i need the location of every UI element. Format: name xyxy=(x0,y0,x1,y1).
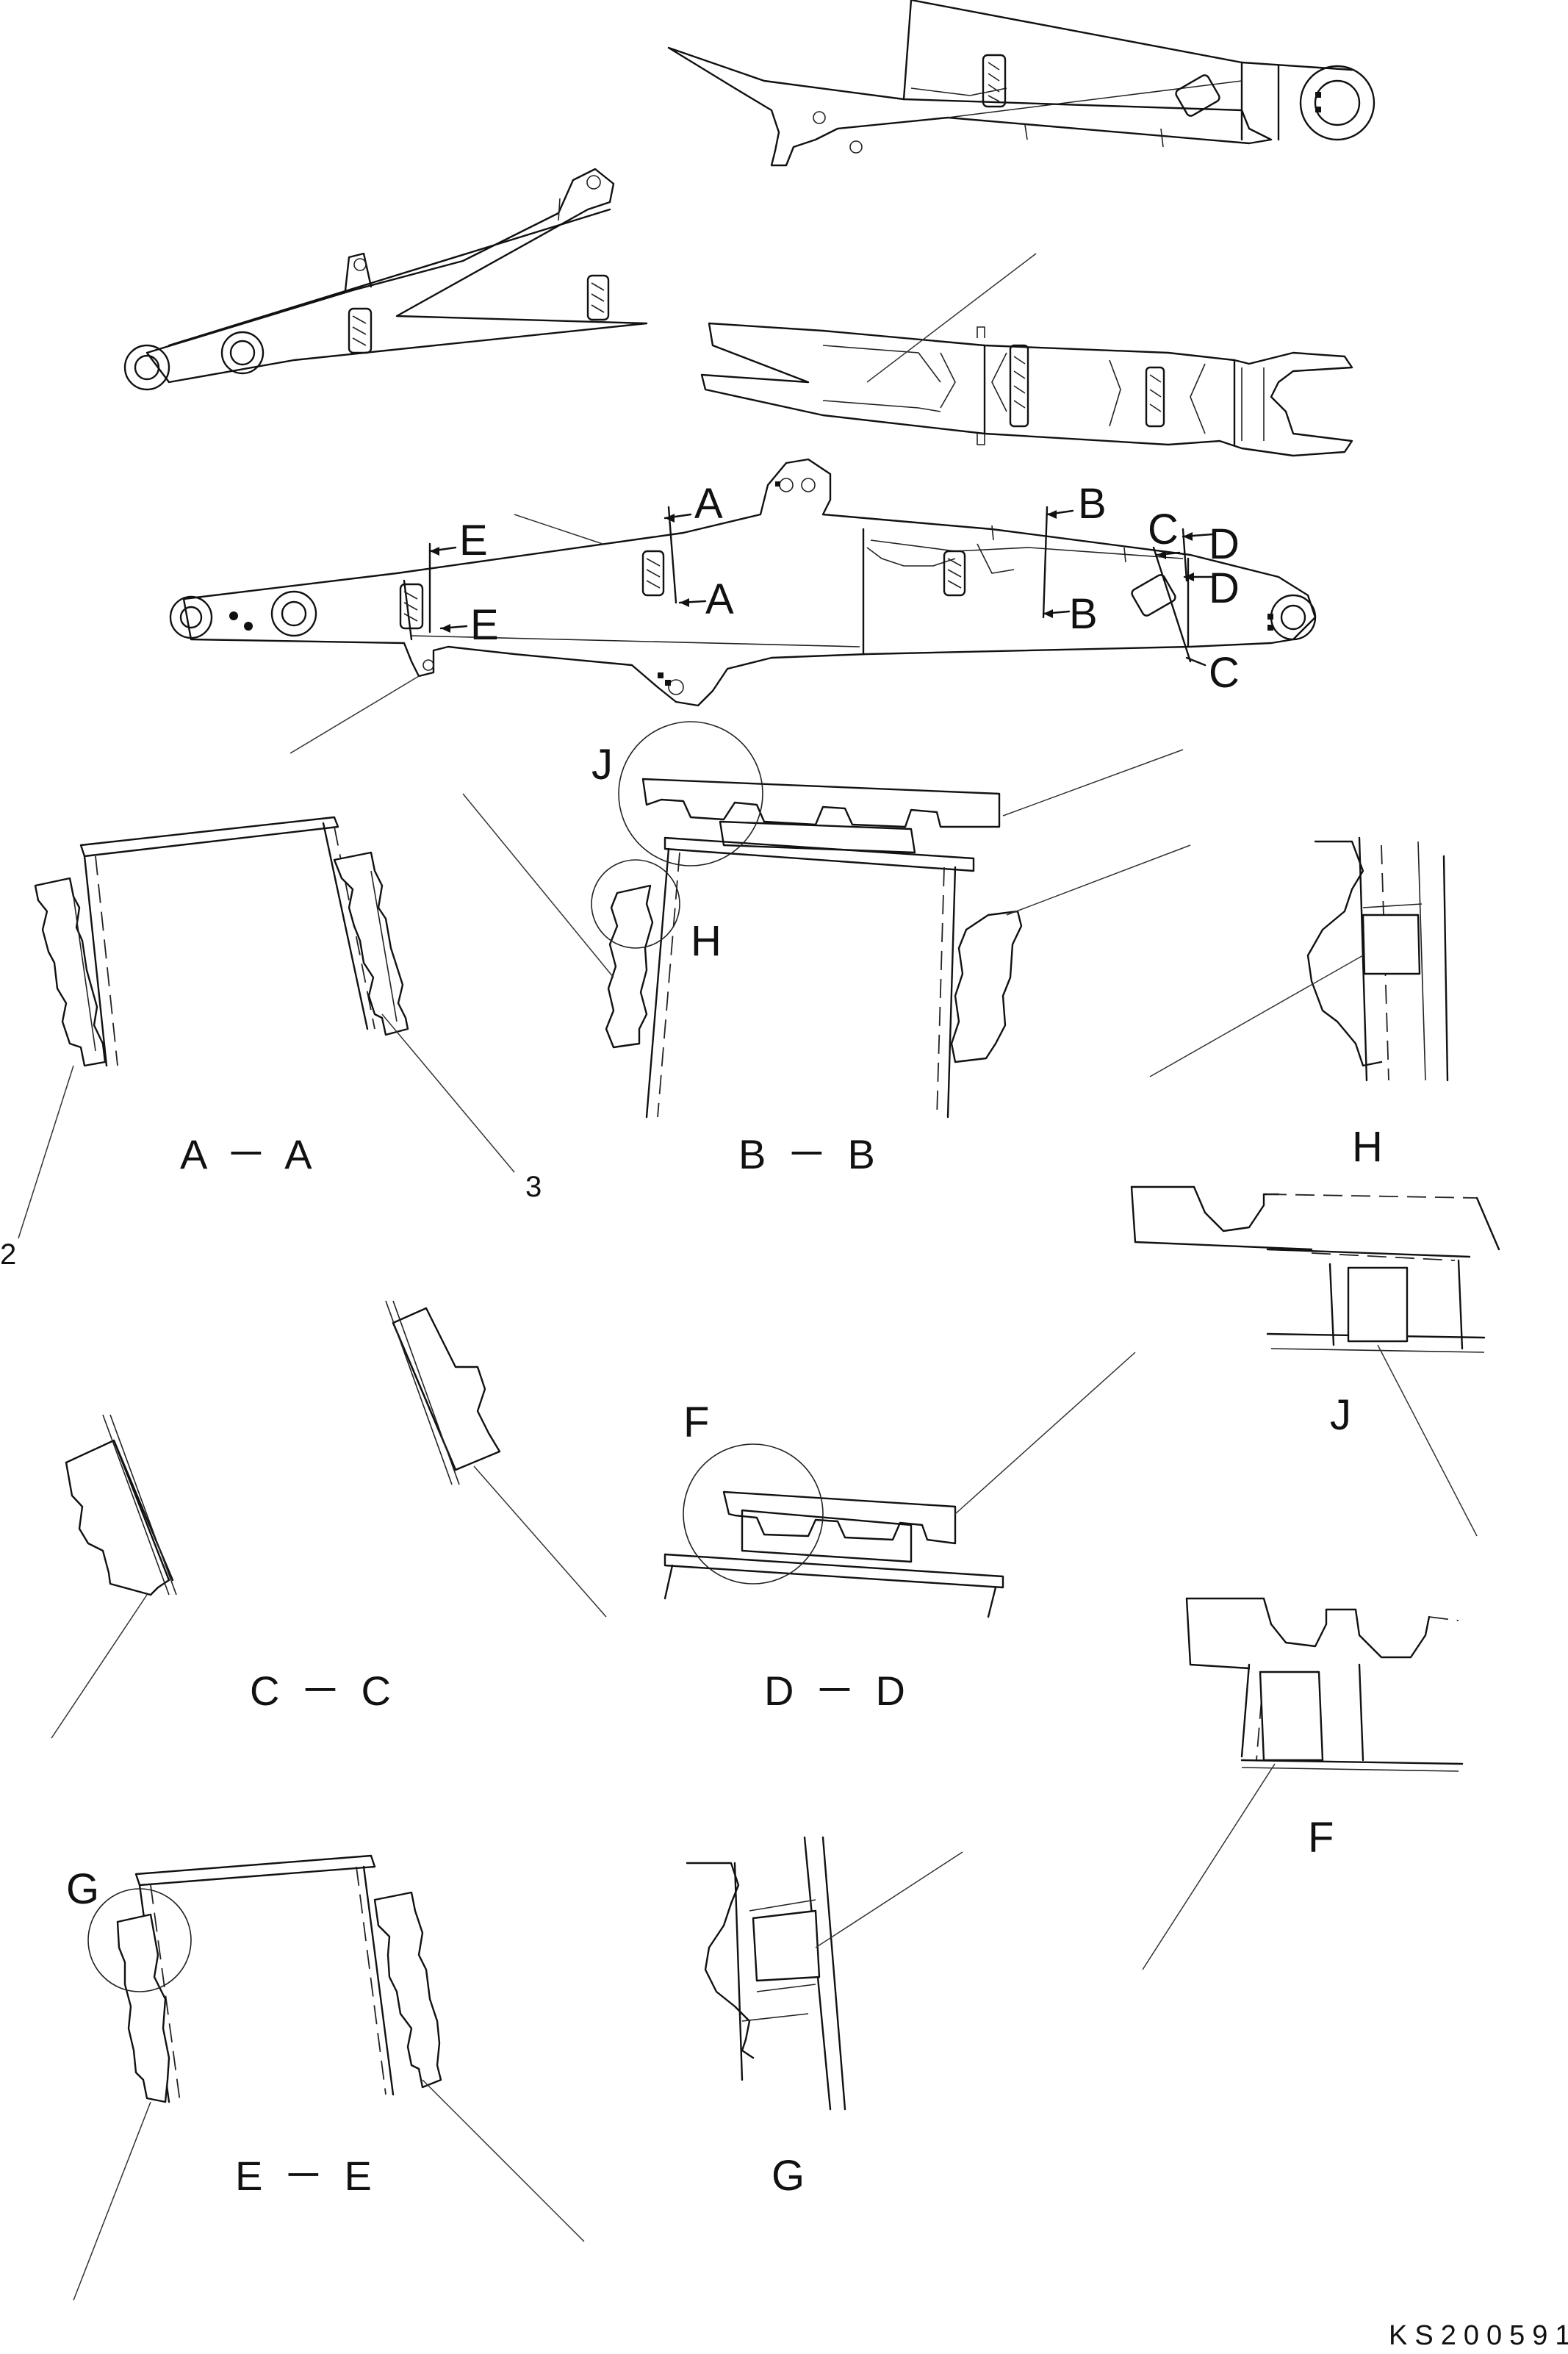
section-d-d: F D － D xyxy=(663,1352,1136,1714)
section-mark-d-top: D xyxy=(1209,520,1240,568)
section-mark-d-bottom: D xyxy=(1209,564,1240,612)
arm-plan-view xyxy=(700,253,1353,457)
detail-mark-g: G xyxy=(66,1865,99,1913)
detail-mark-f: F xyxy=(683,1399,709,1446)
section-e-e: G E － E xyxy=(66,1854,585,2301)
item-number-2: 2 xyxy=(0,1238,16,1271)
section-title-d-d: D － D xyxy=(764,1668,910,1714)
section-title-a-a: A － A xyxy=(180,1131,317,1177)
detail-j: J xyxy=(1130,1185,1500,1537)
detail-title-h: H xyxy=(1352,1123,1383,1171)
boom-top-right-view xyxy=(667,0,1375,167)
section-mark-a-bottom: A xyxy=(705,575,734,623)
section-title-b-b: B － B xyxy=(738,1131,880,1177)
section-mark-a-top: A xyxy=(694,480,723,528)
section-mark-b-bottom: B xyxy=(1069,590,1098,638)
boom-main-elevation xyxy=(169,458,1317,754)
section-title-e-e: E － E xyxy=(235,2153,376,2199)
section-mark-e-top: E xyxy=(459,517,488,564)
section-title-c-c: C － C xyxy=(250,1668,395,1714)
detail-h: H xyxy=(1149,836,1449,1171)
detail-mark-h: H xyxy=(691,917,722,965)
detail-g: G xyxy=(686,1836,963,2200)
detail-title-f: F xyxy=(1308,1814,1334,1862)
section-b-b: J H B － B xyxy=(462,721,1191,1177)
section-a-a: A － A 2 3 xyxy=(0,816,542,1271)
detail-title-j: J xyxy=(1330,1391,1351,1439)
section-cut-marks: E E A A B B C C D D xyxy=(428,480,1240,697)
section-mark-c-top: C xyxy=(1148,506,1179,553)
section-mark-c-bottom: C xyxy=(1209,649,1240,697)
section-c-c: C － C xyxy=(51,1300,607,1739)
section-mark-e-bottom: E xyxy=(470,601,499,649)
section-mark-b-top: B xyxy=(1078,480,1107,528)
detail-f: F xyxy=(1142,1597,1464,1970)
arm-upper-left-view xyxy=(123,168,648,391)
item-number-3: 3 xyxy=(525,1171,542,1203)
drawing-code: KS200591 xyxy=(1389,2320,1568,2350)
detail-title-g: G xyxy=(772,2152,805,2200)
detail-mark-j: J xyxy=(591,741,613,789)
